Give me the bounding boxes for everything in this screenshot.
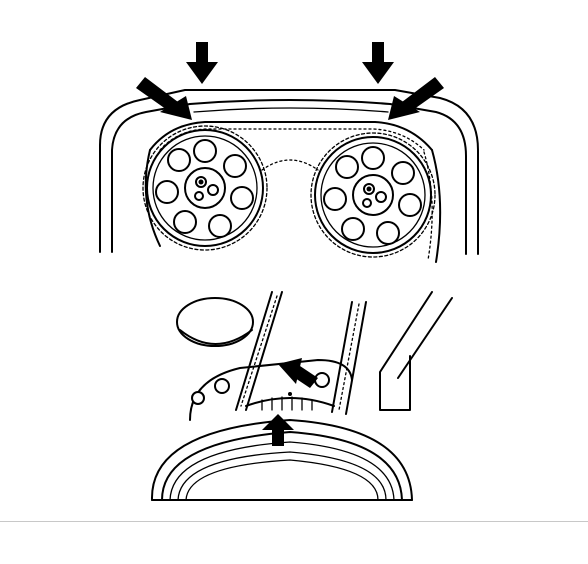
- arrow-down-right: [362, 42, 394, 84]
- arrow-down-left: [186, 42, 218, 84]
- timing-belt-left: [144, 149, 161, 247]
- belt-right-run: [331, 301, 367, 415]
- cylinder-head-edge: [189, 99, 391, 105]
- timing-cover-inner-outline: [111, 103, 467, 255]
- arrow-up-bottom: [262, 414, 294, 446]
- round-cover: [176, 297, 254, 347]
- right-camshaft-sprocket: [310, 132, 436, 258]
- timing-belt-top: [149, 121, 433, 151]
- divider-line: [0, 521, 588, 522]
- crankshaft-panel: [150, 291, 453, 501]
- left-camshaft-sprocket: [142, 125, 268, 251]
- cover-edge-lines: [379, 291, 453, 411]
- belt-left-run: [235, 291, 283, 411]
- timing-belt-right: [431, 149, 442, 263]
- timing-belt-right-teeth: [423, 151, 433, 261]
- crank-sprocket: [245, 397, 335, 407]
- arrow-diagonal-right: [388, 77, 444, 120]
- arrow-diagonal-left: [136, 77, 192, 120]
- timing-cover-outline: [99, 89, 479, 255]
- timing-belt-middle-span: [261, 159, 319, 171]
- crankshaft-pulley: [150, 419, 413, 501]
- crankcase-plate: [189, 359, 353, 421]
- timing-marks: [261, 396, 313, 411]
- arrow-diagonal-bottom: [278, 358, 318, 388]
- camshaft-panel: [99, 42, 479, 263]
- cylinder-head-edge-inner: [193, 107, 389, 113]
